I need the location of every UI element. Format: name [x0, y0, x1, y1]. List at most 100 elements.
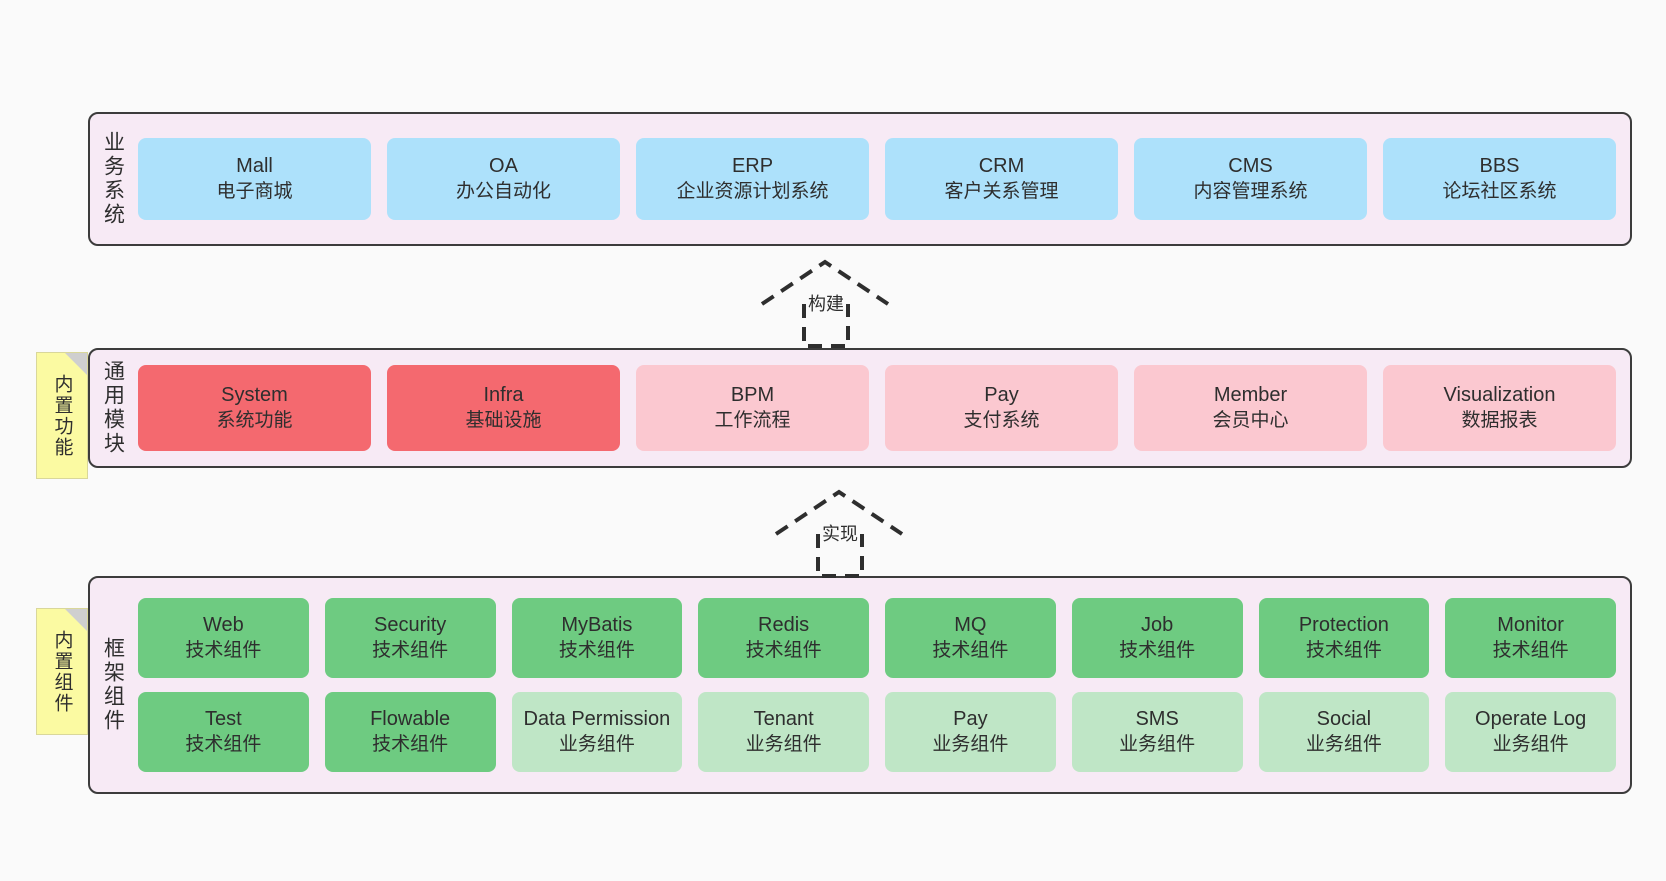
box-subtitle: 技术组件	[1492, 639, 1569, 661]
component-box-web[interactable]: Web 技术组件	[138, 598, 309, 678]
layer-framework-component: 框架组件 Web 技术组件 Security 技术组件 MyBatis 技术组件…	[88, 576, 1632, 794]
framework-tech-row: Web 技术组件 Security 技术组件 MyBatis 技术组件 Redi…	[138, 598, 1616, 678]
layer-framework-component-body: Web 技术组件 Security 技术组件 MyBatis 技术组件 Redi…	[136, 578, 1630, 792]
box-title: Data Permission	[523, 708, 671, 731]
note-builtin-components: 内置组件	[36, 608, 88, 735]
component-box-test[interactable]: Test 技术组件	[138, 692, 309, 772]
box-title: ERP	[731, 155, 774, 178]
note-builtin-features: 内置功能	[36, 352, 88, 479]
box-subtitle: 技术组件	[1305, 639, 1382, 661]
layer-business-system-body: Mall 电子商城 OA 办公自动化 ERP 企业资源计划系统 CRM 客户关系…	[136, 114, 1630, 244]
box-title: Flowable	[370, 708, 451, 731]
box-subtitle: 支付系统	[963, 409, 1040, 431]
module-box-system[interactable]: System 系统功能	[138, 365, 371, 451]
box-title: Job	[1141, 614, 1174, 637]
box-title: Infra	[483, 384, 524, 407]
connector-build-arrow	[760, 259, 890, 348]
box-title: Test	[205, 708, 242, 731]
box-subtitle: 企业资源计划系统	[676, 180, 829, 202]
box-title: MyBatis	[561, 614, 633, 637]
box-subtitle: 业务组件	[1305, 733, 1382, 755]
module-box-infra[interactable]: Infra 基础设施	[387, 365, 620, 451]
box-subtitle: 客户关系管理	[944, 180, 1059, 202]
note-fold-icon	[65, 609, 87, 631]
module-box-visualization[interactable]: Visualization 数据报表	[1383, 365, 1616, 451]
component-box-sms[interactable]: SMS 业务组件	[1071, 692, 1243, 772]
note-fold-icon	[65, 353, 87, 375]
box-title: MQ	[954, 614, 987, 637]
box-subtitle: 论坛社区系统	[1442, 180, 1557, 202]
component-box-redis[interactable]: Redis 技术组件	[698, 598, 869, 678]
box-title: CRM	[978, 155, 1025, 178]
box-title: Protection	[1298, 614, 1389, 637]
box-title: CMS	[1228, 155, 1273, 178]
component-box-monitor[interactable]: Monitor 技术组件	[1445, 598, 1616, 678]
box-title: Social	[1316, 708, 1372, 731]
box-subtitle: 内容管理系统	[1193, 180, 1308, 202]
component-box-mq[interactable]: MQ 技术组件	[885, 598, 1056, 678]
business-box-crm[interactable]: CRM 客户关系管理	[885, 138, 1118, 220]
box-subtitle: 业务组件	[932, 733, 1009, 755]
box-subtitle: 系统功能	[216, 409, 293, 431]
component-box-data-permission[interactable]: Data Permission 业务组件	[511, 692, 683, 772]
box-subtitle: 办公自动化	[455, 180, 551, 202]
box-title: Security	[374, 614, 447, 637]
business-box-bbs[interactable]: BBS 论坛社区系统	[1383, 138, 1616, 220]
component-box-protection[interactable]: Protection 技术组件	[1258, 598, 1430, 678]
box-subtitle: 技术组件	[745, 639, 822, 661]
box-title: Pay	[953, 708, 988, 731]
box-title: Monitor	[1497, 614, 1564, 637]
box-title: Operate Log	[1475, 708, 1587, 731]
box-title: Visualization	[1443, 384, 1556, 407]
note-text: 内置功能	[51, 373, 73, 458]
box-subtitle: 基础设施	[465, 409, 542, 431]
layer-common-module-body: System 系统功能 Infra 基础设施 BPM 工作流程 Pay 支付系统…	[136, 350, 1630, 466]
module-box-member[interactable]: Member 会员中心	[1134, 365, 1367, 451]
box-subtitle: 业务组件	[558, 733, 635, 755]
box-subtitle: 业务组件	[1119, 733, 1196, 755]
component-box-flowable[interactable]: Flowable 技术组件	[324, 692, 496, 772]
framework-business-row: Test 技术组件 Flowable 技术组件 Data Permission …	[138, 692, 1616, 772]
connector-implement-label: 实现	[822, 524, 858, 544]
layer-framework-component-label: 框架组件	[101, 637, 125, 733]
module-row: System 系统功能 Infra 基础设施 BPM 工作流程 Pay 支付系统…	[138, 365, 1616, 451]
component-box-social[interactable]: Social 业务组件	[1258, 692, 1430, 772]
box-title: Redis	[758, 614, 810, 637]
component-box-tenant[interactable]: Tenant 业务组件	[698, 692, 869, 772]
box-title: SMS	[1135, 708, 1179, 731]
box-title: BBS	[1479, 155, 1520, 178]
box-subtitle: 业务组件	[745, 733, 822, 755]
box-subtitle: 会员中心	[1212, 409, 1289, 431]
layer-business-system-label: 业务系统	[101, 131, 125, 227]
business-row: Mall 电子商城 OA 办公自动化 ERP 企业资源计划系统 CRM 客户关系…	[138, 138, 1616, 220]
component-box-security[interactable]: Security 技术组件	[324, 598, 496, 678]
box-subtitle: 工作流程	[714, 409, 791, 431]
layer-common-module: 通用模块 System 系统功能 Infra 基础设施 BPM 工作流程 Pay…	[88, 348, 1632, 468]
connector-implement-arrow	[774, 489, 904, 578]
business-box-mall[interactable]: Mall 电子商城	[138, 138, 371, 220]
box-subtitle: 业务组件	[1492, 733, 1569, 755]
component-box-mybatis[interactable]: MyBatis 技术组件	[511, 598, 683, 678]
box-title: BPM	[730, 384, 775, 407]
box-subtitle: 技术组件	[185, 733, 262, 755]
box-subtitle: 技术组件	[372, 639, 449, 661]
module-box-pay[interactable]: Pay 支付系统	[885, 365, 1118, 451]
box-subtitle: 电子商城	[216, 180, 293, 202]
box-subtitle: 数据报表	[1461, 409, 1538, 431]
component-box-pay[interactable]: Pay 业务组件	[885, 692, 1056, 772]
business-box-erp[interactable]: ERP 企业资源计划系统	[636, 138, 869, 220]
note-text: 内置组件	[51, 629, 73, 714]
layer-business-system: 业务系统 Mall 电子商城 OA 办公自动化 ERP 企业资源计划系统 CRM…	[88, 112, 1632, 246]
business-box-cms[interactable]: CMS 内容管理系统	[1134, 138, 1367, 220]
box-subtitle: 技术组件	[372, 733, 449, 755]
module-box-bpm[interactable]: BPM 工作流程	[636, 365, 869, 451]
box-subtitle: 技术组件	[932, 639, 1009, 661]
box-title: Pay	[984, 384, 1019, 407]
layer-common-module-label: 通用模块	[101, 360, 125, 456]
component-box-operate-log[interactable]: Operate Log 业务组件	[1445, 692, 1616, 772]
box-subtitle: 技术组件	[558, 639, 635, 661]
component-box-job[interactable]: Job 技术组件	[1071, 598, 1243, 678]
box-title: System	[221, 384, 288, 407]
business-box-oa[interactable]: OA 办公自动化	[387, 138, 620, 220]
